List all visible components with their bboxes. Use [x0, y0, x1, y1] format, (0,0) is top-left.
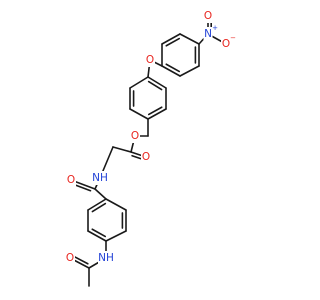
acetamide-nh-atom: NH [98, 251, 114, 265]
ring3-bond-6 [87, 198, 107, 211]
ring3-bond-1 [105, 198, 127, 211]
bond-amide-ring3 [94, 188, 107, 200]
ring3-bond-3 [105, 230, 127, 242]
amide-oxygen-atom-background [66, 173, 76, 187]
amide-nh-atom-background [92, 171, 108, 185]
nitro-oxygen-single-atom-label: O [222, 38, 230, 50]
ether-oxygen-atom-background [145, 53, 155, 67]
nitro-oxygen-double-atom-label: O [204, 10, 212, 22]
ester-carbonyl-oxygen-atom: O [141, 150, 151, 164]
acetamide-nh-atom-background [98, 251, 114, 265]
ring1-bond-5 [161, 65, 181, 77]
amide-nh-atom-label: NH [92, 172, 108, 184]
ring2-bond-3-double [147, 106, 163, 116]
ring1-bond-2 [179, 33, 200, 45]
nitro-nitrogen-charge: + [212, 24, 218, 32]
nitro-oxygen-single-atom-background [221, 37, 231, 51]
ester-oxygen-atom-background [130, 129, 140, 143]
ring1-bond-4 [179, 65, 200, 77]
ether-oxygen-atom: O [145, 53, 155, 67]
nitro-nitrogen-atom: N [203, 27, 213, 41]
acetamide-nh-atom-label: NH [98, 252, 114, 264]
ring2-bond-1-double [147, 80, 163, 91]
acetamide-oxygen-atom: O [65, 251, 75, 265]
nitro-oxygen-double-atom: O [203, 9, 213, 23]
ester-carbonyl-oxygen-atom-label: O [142, 151, 150, 163]
ring3-bond-4-double [91, 228, 107, 238]
ester-oxygen-atom-label: O [131, 130, 139, 142]
ring1-bond-1 [161, 33, 181, 45]
ring3-bond-6-double [91, 202, 107, 213]
amide-oxygen-atom-label: O [67, 174, 75, 186]
acetamide-oxygen-atom-label: O [66, 252, 74, 264]
bond-carbonyl-ch2 [112, 146, 132, 153]
ring3-bond-4 [87, 230, 107, 242]
nitro-oxygen-charge: − [230, 34, 236, 42]
ring2-bond-4 [129, 108, 149, 120]
ring1-bond-1-double [165, 37, 181, 47]
ring2-bond-6 [129, 76, 149, 89]
acetamide-oxygen-atom-background [65, 251, 75, 265]
nitro-nitrogen-atom-label: N [204, 28, 212, 40]
nitro-nitrogen-atom-background [203, 27, 213, 41]
ring2-bond-3 [147, 108, 167, 120]
amide-oxygen-atom: O [66, 173, 76, 187]
bond-acetyl-o-double [73, 255, 89, 265]
ester-carbonyl-oxygen-atom-background [141, 150, 151, 164]
amide-nh-atom: NH [92, 171, 108, 185]
nitro-oxygen-double-atom-background [203, 9, 213, 23]
ester-oxygen-atom: O [130, 129, 140, 143]
ring1-bond-5-double [165, 63, 181, 73]
ether-oxygen-atom-label: O [146, 54, 154, 66]
bond-amide-o-double [72, 183, 92, 192]
ring2-bond-1 [147, 76, 167, 89]
nitro-oxygen-single-atom: O [221, 37, 231, 51]
